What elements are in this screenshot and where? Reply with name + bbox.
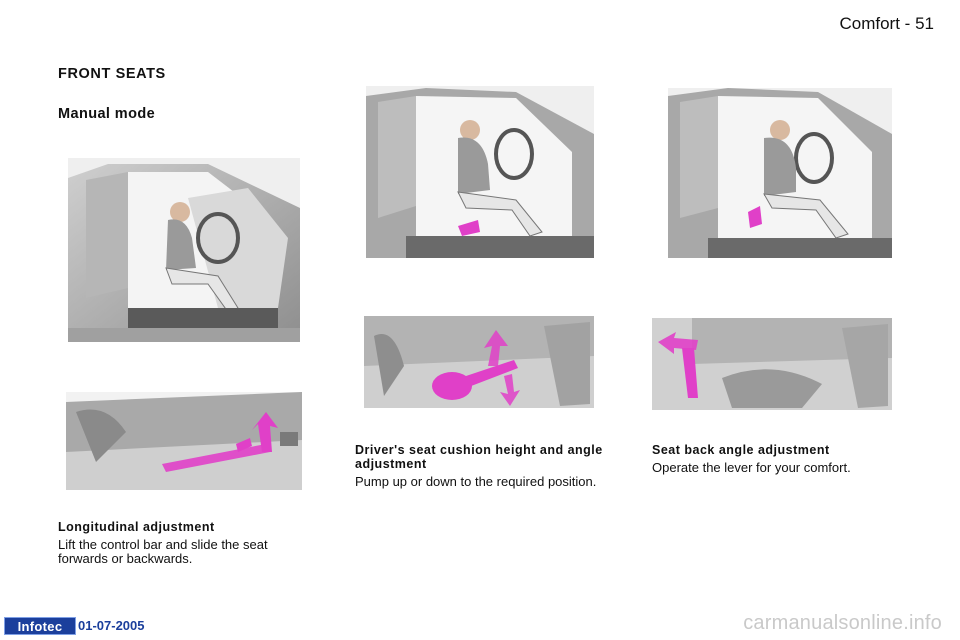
- caption-cushion: Driver's seat cushion height and angle a…: [355, 443, 605, 489]
- caption-title: Longitudinal adjustment: [58, 520, 215, 534]
- caption-body: Lift the control bar and slide the seat …: [58, 537, 268, 566]
- illustration-driver-seat-cushion: [366, 86, 594, 258]
- section-title: FRONT SEATS: [58, 66, 166, 82]
- page-header: Comfort - 51: [839, 14, 934, 34]
- section-name: Comfort: [839, 14, 900, 33]
- watermark: carmanualsonline.info: [743, 612, 942, 634]
- caption-body: Operate the lever for your comfort.: [652, 460, 851, 475]
- illustration-cushion-control-closeup: [364, 316, 594, 408]
- subsection-title: Manual mode: [58, 106, 156, 122]
- page-number: 51: [915, 14, 934, 33]
- illustration-seatback-control-closeup: [652, 318, 892, 410]
- caption-seatback: Seat back angle adjustment Operate the l…: [652, 443, 902, 475]
- infotec-logo: Infotec: [4, 617, 76, 635]
- caption-title: Driver's seat cushion height and angle a…: [355, 443, 603, 471]
- header-separator: -: [904, 14, 911, 33]
- illustration-driver-seat-longitudinal: [68, 158, 300, 342]
- illustration-longitudinal-control-bar: [66, 392, 302, 490]
- caption-longitudinal: Longitudinal adjustment Lift the control…: [58, 520, 310, 566]
- footer-date: 01-07-2005: [78, 618, 145, 633]
- illustration-driver-seat-back: [668, 88, 892, 258]
- caption-title: Seat back angle adjustment: [652, 443, 830, 457]
- caption-body: Pump up or down to the required position…: [355, 474, 597, 489]
